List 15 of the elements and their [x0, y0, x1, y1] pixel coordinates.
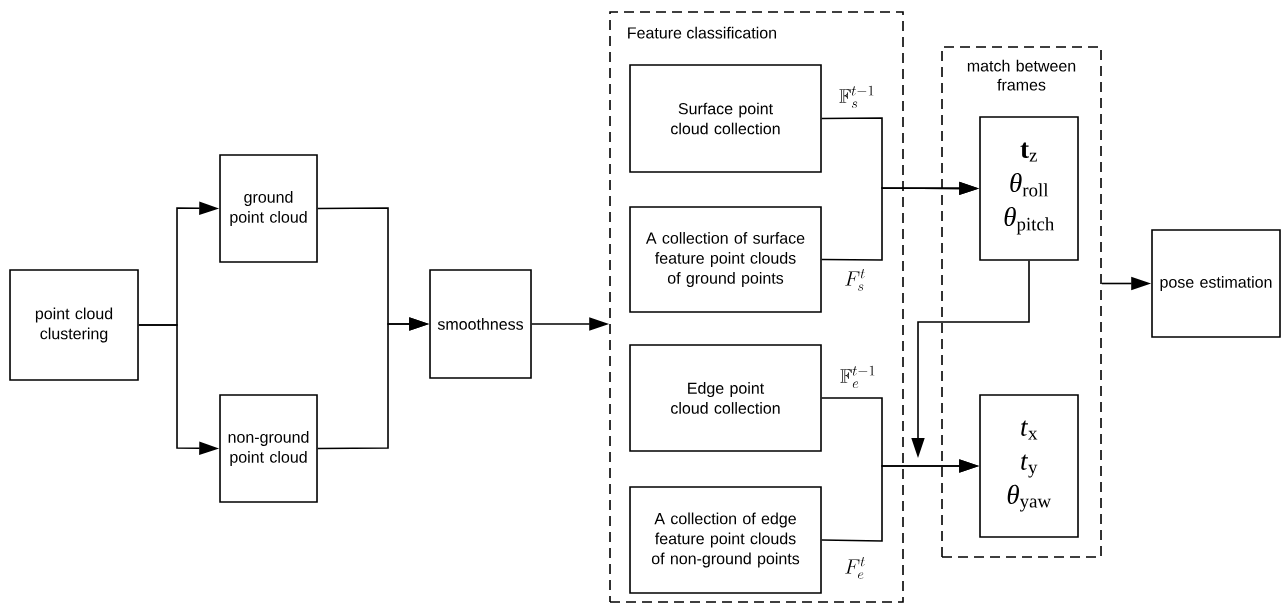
edge-label: $\mathbb{F}_s^{t-1}$ — [837, 85, 877, 109]
process-box: Surface point cloud collection — [629, 64, 822, 173]
edge-label: $F_s^t$ — [843, 268, 867, 292]
process-box: pose estimation — [1151, 229, 1281, 338]
process-box: t$_{z}$ θ$_{roll}$ θ$_{pitch}$ — [979, 116, 1079, 261]
process-box: smoothness — [429, 269, 532, 379]
process-box: A collection of surface feature point clouds of ground points — [629, 206, 822, 313]
process-box: point cloud clustering — [9, 269, 139, 381]
process-box: A collection of edge feature point clouds of non-ground points — [629, 486, 822, 594]
process-box: ground point cloud — [219, 154, 318, 263]
process-box: t$_{x}$ t$_{y}$ θ$_{yaw}$ — [979, 394, 1079, 538]
edge-label: $F_e^t$ — [843, 556, 867, 580]
process-box: non-ground point cloud — [219, 394, 318, 503]
edge-label: $\mathbb{F}_e^{t-1}$ — [838, 365, 878, 389]
process-box: Edge point cloud collection — [629, 344, 822, 452]
